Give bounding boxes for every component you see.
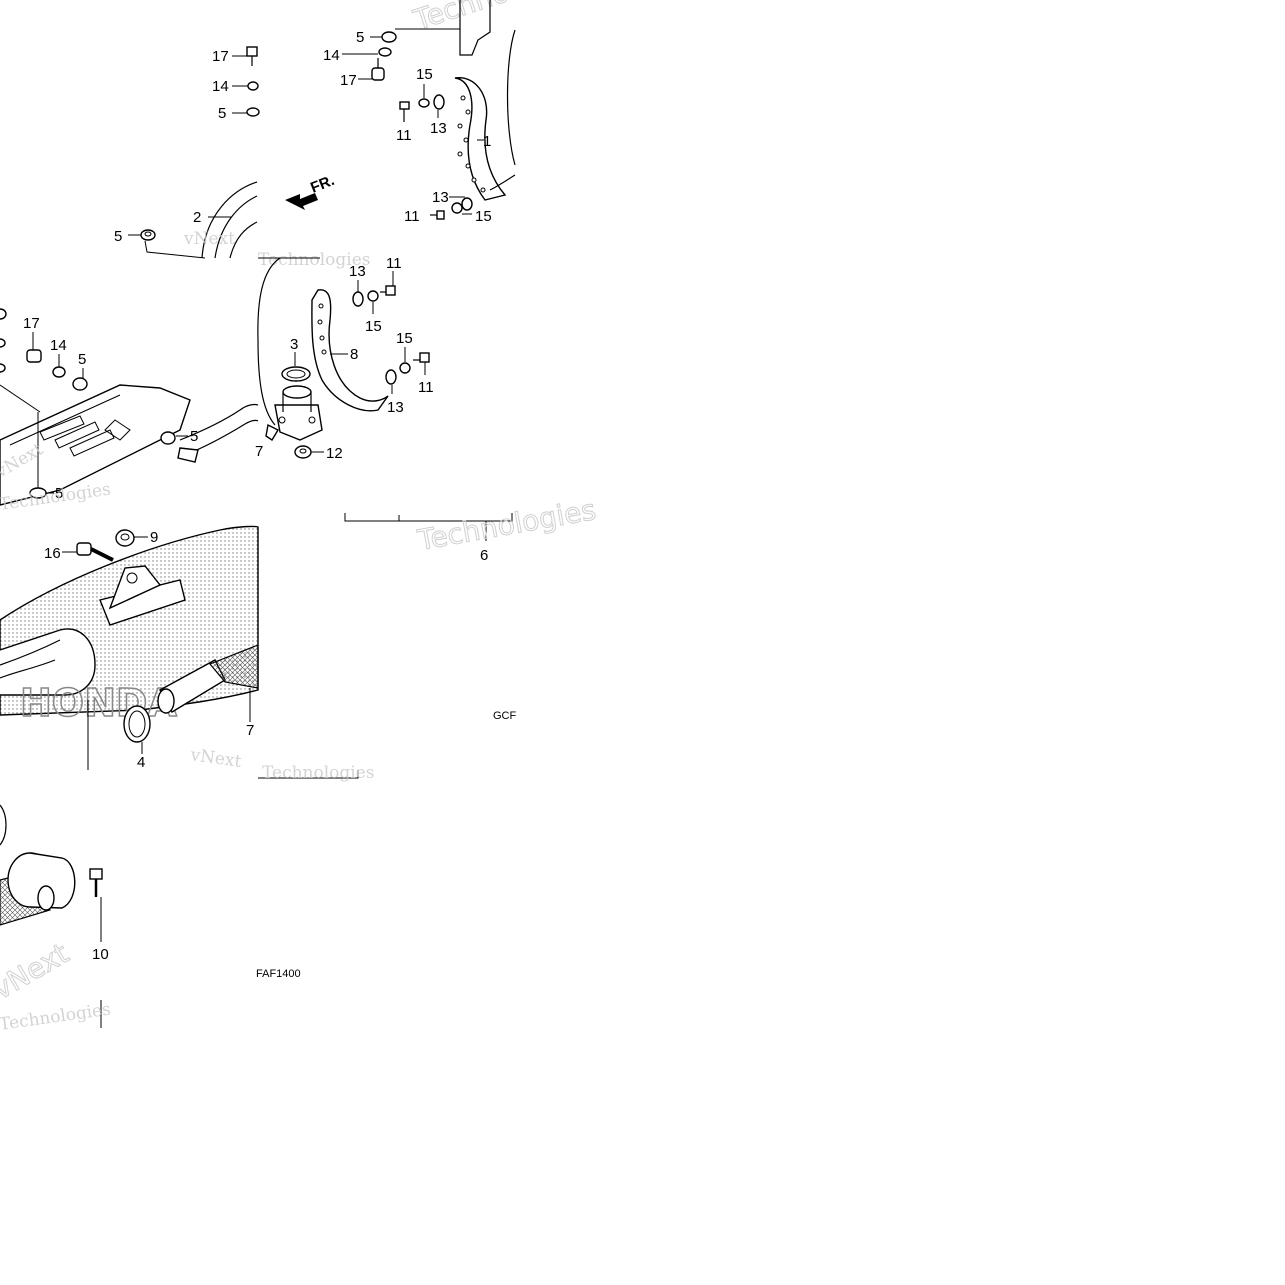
collar-13-lower bbox=[461, 197, 473, 211]
label-13: 13 bbox=[430, 120, 447, 137]
label-11: 11 bbox=[418, 379, 434, 396]
label-7: 7 bbox=[255, 443, 263, 460]
nut-12 bbox=[294, 445, 312, 459]
label-5: 5 bbox=[190, 428, 198, 445]
bolt-11-mid-lower bbox=[413, 352, 430, 363]
heat-guard-1 bbox=[454, 77, 507, 201]
label-17: 17 bbox=[340, 72, 357, 89]
washer-14-top-right bbox=[378, 47, 392, 57]
gasket-3 bbox=[281, 366, 311, 382]
watermark-technologies: Technologies bbox=[258, 250, 371, 270]
bolt-16 bbox=[76, 542, 114, 562]
watermark-brand: vNext bbox=[183, 229, 235, 249]
label-17: 17 bbox=[23, 315, 40, 332]
tile-top-left: 17 14 5 2 5 vNext bbox=[114, 46, 260, 259]
label-13: 13 bbox=[387, 399, 404, 416]
bolt-17-mid bbox=[26, 349, 42, 363]
tile-bottom-right: Technologies bbox=[258, 763, 375, 783]
label-9: 9 bbox=[150, 529, 158, 546]
honda-logo: HONDA bbox=[20, 681, 177, 725]
watermark-technologies: Technologies bbox=[409, 0, 591, 37]
label-15: 15 bbox=[365, 318, 382, 335]
label-17: 17 bbox=[212, 48, 229, 65]
watermark-technologies: Technologies bbox=[0, 999, 112, 1034]
label-15: 15 bbox=[475, 208, 492, 225]
front-direction-arrow: FR. bbox=[285, 172, 337, 210]
bolt-17-top-right bbox=[371, 58, 385, 81]
label-4: 4 bbox=[137, 754, 145, 771]
nut-9 bbox=[115, 529, 135, 547]
heat-guard-holes bbox=[457, 95, 486, 193]
watermark-technologies: Technologies bbox=[262, 763, 375, 783]
label-5: 5 bbox=[356, 29, 364, 46]
washer-14-mid bbox=[52, 366, 66, 378]
watermark-technologies: Technologies bbox=[415, 493, 599, 557]
label-3: 3 bbox=[290, 336, 298, 353]
label-1: 1 bbox=[483, 133, 491, 150]
label-5: 5 bbox=[114, 228, 122, 245]
collar-13-upper bbox=[433, 94, 445, 110]
collar-13-mid-upper bbox=[352, 291, 364, 307]
tile-top-right: Technologies 5 14 17 1 bbox=[285, 0, 592, 225]
label-14: 14 bbox=[50, 337, 67, 354]
heat-guard-8 bbox=[311, 289, 389, 412]
tile-middle-right: Technologies 3 7 8 bbox=[255, 250, 599, 722]
tail-pipe-end bbox=[0, 852, 76, 926]
washer-15-lower bbox=[451, 202, 463, 214]
watermark-brand: vNext bbox=[188, 745, 242, 772]
heat-shield-plate bbox=[0, 384, 191, 506]
bolt-11-lower bbox=[430, 210, 445, 220]
tail-pipe-7 bbox=[157, 644, 259, 714]
label-8: 8 bbox=[350, 346, 358, 363]
washer-15-upper bbox=[418, 98, 430, 108]
bolt-17-top-left bbox=[246, 46, 258, 66]
label-15: 15 bbox=[416, 66, 433, 83]
label-11: 11 bbox=[386, 255, 402, 272]
washer-14-top-left bbox=[247, 81, 259, 91]
watermark-brand: vNext bbox=[0, 937, 74, 1006]
label-14: 14 bbox=[323, 47, 340, 64]
label-13: 13 bbox=[432, 189, 449, 206]
gasket-4 bbox=[123, 705, 151, 743]
label-6: 6 bbox=[480, 547, 488, 564]
label-10: 10 bbox=[92, 946, 109, 963]
label-5: 5 bbox=[55, 485, 63, 502]
nut-5-top-left bbox=[246, 107, 260, 117]
tile-bottom-left: HONDA 16 9 7 4 vNext bbox=[0, 525, 259, 772]
label-14: 14 bbox=[212, 78, 229, 95]
label-12: 12 bbox=[326, 445, 343, 462]
nut-5-mid-right bbox=[160, 431, 176, 445]
exhaust-flange bbox=[274, 385, 323, 441]
label-16: 16 bbox=[44, 545, 61, 562]
label-15: 15 bbox=[396, 330, 413, 347]
diagram-code-gcf: GCF bbox=[493, 710, 517, 722]
bolt-10 bbox=[89, 868, 103, 897]
collar-13-mid-lower bbox=[385, 369, 397, 385]
nut-5-mid-upper bbox=[72, 377, 88, 391]
muffler-bracket bbox=[108, 565, 162, 610]
washer-15-mid-lower bbox=[399, 362, 411, 374]
nut-5-top-right bbox=[381, 31, 397, 43]
label-2: 2 bbox=[193, 209, 201, 226]
label-11: 11 bbox=[396, 127, 412, 144]
tile-lower-left: 10 vNext Technologies FAF1400 bbox=[0, 804, 301, 1035]
label-5: 5 bbox=[78, 351, 86, 368]
heat-guard-8-holes bbox=[317, 303, 327, 355]
front-label: FR. bbox=[308, 172, 337, 197]
label-13: 13 bbox=[349, 263, 366, 280]
diagram-code-faf: FAF1400 bbox=[256, 968, 301, 980]
bolt-11-mid-upper bbox=[380, 285, 396, 296]
label-5: 5 bbox=[218, 105, 226, 122]
tile-middle-left: 17 14 5 5 5 vNext Technologies bbox=[0, 308, 259, 515]
washer-15-mid-upper bbox=[367, 290, 379, 302]
nut-5-left bbox=[140, 229, 156, 241]
label-11: 11 bbox=[404, 208, 420, 225]
label-7: 7 bbox=[246, 722, 254, 739]
bolt-11-upper bbox=[399, 101, 410, 122]
